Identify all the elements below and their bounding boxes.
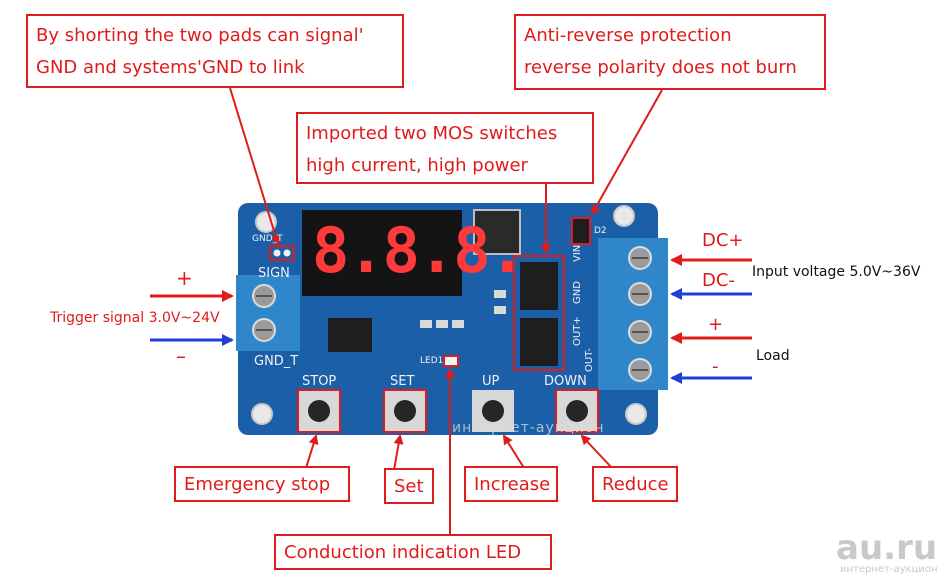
label-trigger-signal: Trigger signal 3.0V~24V — [50, 310, 220, 326]
mos-chip-top — [473, 209, 521, 255]
callout-emergency-stop: Emergency stop — [174, 466, 350, 502]
silk-out-plus: OUT+ — [572, 316, 583, 346]
callout-increase: Increase — [464, 466, 558, 502]
label-input-voltage: Input voltage 5.0V~36V — [752, 264, 921, 280]
diode-d2 — [571, 217, 591, 245]
label-up: UP — [482, 374, 500, 389]
led-indicator — [443, 355, 459, 367]
silk-gnd: GND — [572, 281, 583, 304]
label-plus-left: + — [176, 266, 193, 290]
seven-seg-display — [302, 210, 462, 296]
mount-hole-bl — [251, 403, 273, 425]
mount-hole-tr — [613, 205, 635, 227]
gnd-t-pads — [269, 245, 295, 261]
callout-anti-reverse: Anti-reverse protection reverse polarity… — [514, 14, 826, 90]
label-dc-minus: DC- — [702, 270, 735, 291]
label-stop: STOP — [302, 374, 337, 389]
label-minus-right: - — [712, 356, 719, 377]
mos-highlight — [513, 255, 565, 371]
silk-out-minus: OUT- — [584, 348, 595, 372]
silk-gnd-t-bottom: GND_T — [254, 354, 299, 369]
silk-gnd-t-top: GND_T — [252, 234, 283, 244]
silk-led1: LED1 — [420, 356, 444, 366]
label-minus-left: – — [176, 344, 186, 368]
optocoupler — [328, 318, 372, 352]
mount-hole-br — [625, 403, 647, 425]
mosfet-2 — [520, 318, 558, 366]
label-dc-plus: DC+ — [702, 230, 744, 251]
callout-conduction-led: Conduction indication LED — [274, 534, 552, 570]
callout-mos-switches: Imported two MOS switches high current, … — [296, 112, 594, 184]
label-down: DOWN — [544, 374, 587, 389]
label-set: SET — [390, 374, 415, 389]
silk-d2: D2 — [594, 226, 607, 236]
mount-hole-tl — [255, 211, 277, 233]
callout-shorting-pads: By shorting the two pads can signal' GND… — [26, 14, 404, 88]
display-digits: 8.8.8. — [312, 214, 526, 287]
callout-set: Set — [384, 468, 434, 504]
watermark-logo: au.ru — [836, 528, 938, 568]
mosfet-1 — [520, 262, 558, 310]
label-load: Load — [756, 348, 790, 364]
watermark-tagline: интернет-аукцион — [840, 564, 938, 575]
callout-reduce: Reduce — [592, 466, 678, 502]
silk-sign: SIGN — [258, 266, 290, 281]
silk-vin: VIN — [572, 244, 583, 262]
label-plus-right: + — [708, 314, 724, 335]
watermark-center-tagline: интернет-аукцион — [452, 420, 605, 436]
